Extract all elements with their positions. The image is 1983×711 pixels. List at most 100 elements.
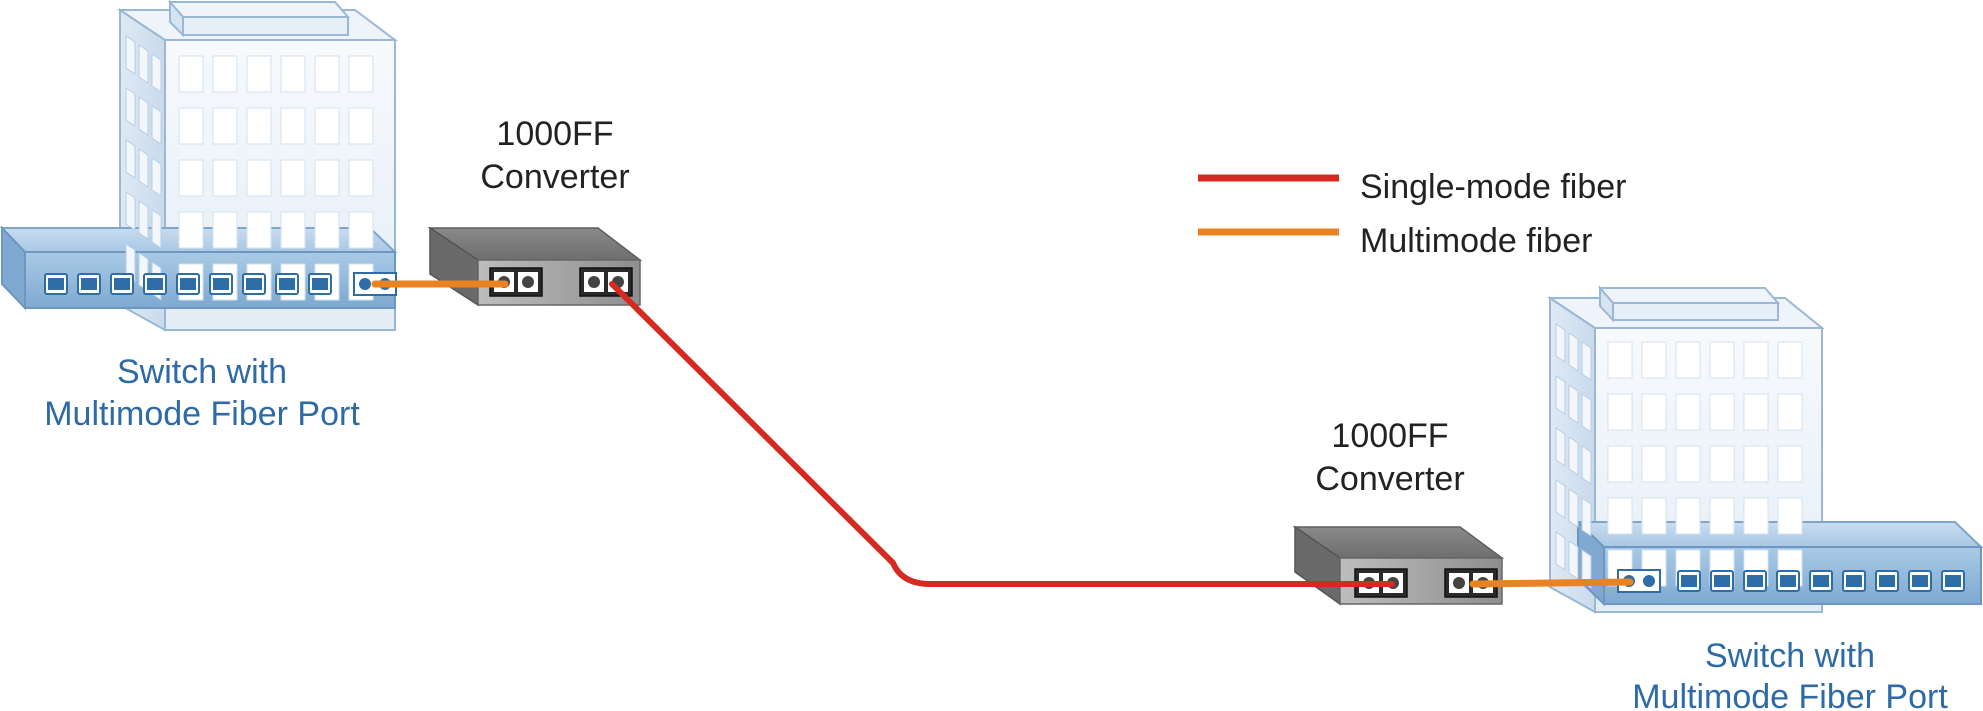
building-side-window <box>1568 540 1579 580</box>
building-side-window <box>151 209 162 249</box>
building-window <box>348 55 374 93</box>
building-side-window <box>125 35 136 75</box>
ethernet-port-jack <box>114 278 130 290</box>
fiber-port-jack <box>359 278 371 290</box>
converter-sc-ferrule <box>522 276 534 288</box>
building-window <box>212 55 238 93</box>
building-side-window <box>1555 479 1566 519</box>
building-window <box>178 159 204 197</box>
building-side-window <box>1555 323 1566 363</box>
ethernet-port-jack <box>1879 575 1895 587</box>
building-window <box>1641 497 1667 535</box>
ethernet-port-jack <box>1681 575 1697 587</box>
building-window <box>280 55 306 93</box>
building-window <box>212 211 238 249</box>
ethernet-port-jack <box>1912 575 1928 587</box>
building-window <box>212 107 238 145</box>
building-side-window <box>138 148 149 188</box>
building-window <box>1777 341 1803 379</box>
ethernet-port-jack <box>147 278 163 290</box>
ethernet-port-jack <box>81 278 97 290</box>
ethernet-port-jack <box>1846 575 1862 587</box>
building-side-window <box>1568 384 1579 424</box>
labels: 1000FF Converter Switch with Multimode F… <box>44 115 1948 711</box>
ethernet-port-jack <box>312 278 328 290</box>
building-side-window <box>1555 427 1566 467</box>
building-window <box>1709 445 1735 483</box>
building-side-window <box>1568 332 1579 372</box>
building-window <box>1777 497 1803 535</box>
building-window <box>178 107 204 145</box>
building-window <box>246 211 272 249</box>
ethernet-port-jack <box>1714 575 1730 587</box>
converter-left-label-line2: Converter <box>480 158 629 196</box>
fiber-port-jack <box>1643 575 1655 587</box>
building-side-window <box>138 44 149 84</box>
building-window <box>246 159 272 197</box>
building-window <box>1777 393 1803 431</box>
building-side-window <box>125 139 136 179</box>
building-window <box>1743 393 1769 431</box>
converter-left-label-line1: 1000FF <box>496 115 613 153</box>
equipment-details <box>44 35 1965 598</box>
switch-right-label-line1: Switch with <box>1705 637 1875 675</box>
ethernet-port-jack <box>1945 575 1961 587</box>
building-window <box>314 159 340 197</box>
building-window <box>1743 497 1769 535</box>
building-side-window <box>125 87 136 127</box>
building-window <box>1777 445 1803 483</box>
building-window <box>1607 393 1633 431</box>
building-window <box>1607 341 1633 379</box>
building-window <box>314 55 340 93</box>
converter-sc-ferrule <box>1453 577 1465 589</box>
building-window <box>1641 341 1667 379</box>
ethernet-port-jack <box>246 278 262 290</box>
ethernet-port-jack <box>180 278 196 290</box>
ethernet-port-jack <box>1747 575 1763 587</box>
building-window <box>178 55 204 93</box>
building-window <box>280 107 306 145</box>
legend: Single-mode fiber Multimode fiber <box>1198 168 1626 260</box>
building-window <box>1641 393 1667 431</box>
building-window <box>1607 445 1633 483</box>
building-window <box>212 159 238 197</box>
building-window <box>1709 497 1735 535</box>
building-window <box>1675 393 1701 431</box>
building-side-window <box>1581 341 1592 381</box>
building-side-window <box>1581 497 1592 537</box>
ethernet-port-jack <box>1813 575 1829 587</box>
single-mode-fiber <box>609 281 1395 587</box>
fiber-cables <box>371 280 1634 588</box>
building-side-window <box>1555 531 1566 571</box>
building-window <box>1675 445 1701 483</box>
building-window <box>1607 497 1633 535</box>
building-window <box>1709 341 1735 379</box>
building-window <box>348 107 374 145</box>
multimode-fiber-right <box>1469 578 1634 588</box>
building-window <box>314 107 340 145</box>
building-window <box>348 211 374 249</box>
ethernet-port-jack <box>213 278 229 290</box>
building-window <box>314 211 340 249</box>
converter-right-label-line1: 1000FF <box>1331 417 1448 455</box>
switch-left-label-line2: Multimode Fiber Port <box>44 395 360 433</box>
building-side-window <box>151 53 162 93</box>
building-side-window <box>1581 549 1592 589</box>
switch-left-label-line1: Switch with <box>117 353 287 391</box>
converter-sc-ferrule <box>588 276 600 288</box>
building-side-window <box>1568 488 1579 528</box>
building-side-window <box>151 157 162 197</box>
building-window <box>1743 445 1769 483</box>
building-side-window <box>151 105 162 145</box>
building-window <box>280 211 306 249</box>
legend-multimode-label: Multimode fiber <box>1360 222 1592 260</box>
building-window <box>1641 445 1667 483</box>
ethernet-port-jack <box>279 278 295 290</box>
building-window <box>246 55 272 93</box>
building-side-window <box>1581 393 1592 433</box>
legend-single-mode-label: Single-mode fiber <box>1360 168 1626 206</box>
building-window <box>348 159 374 197</box>
building-side-window <box>125 191 136 231</box>
building-window <box>246 107 272 145</box>
